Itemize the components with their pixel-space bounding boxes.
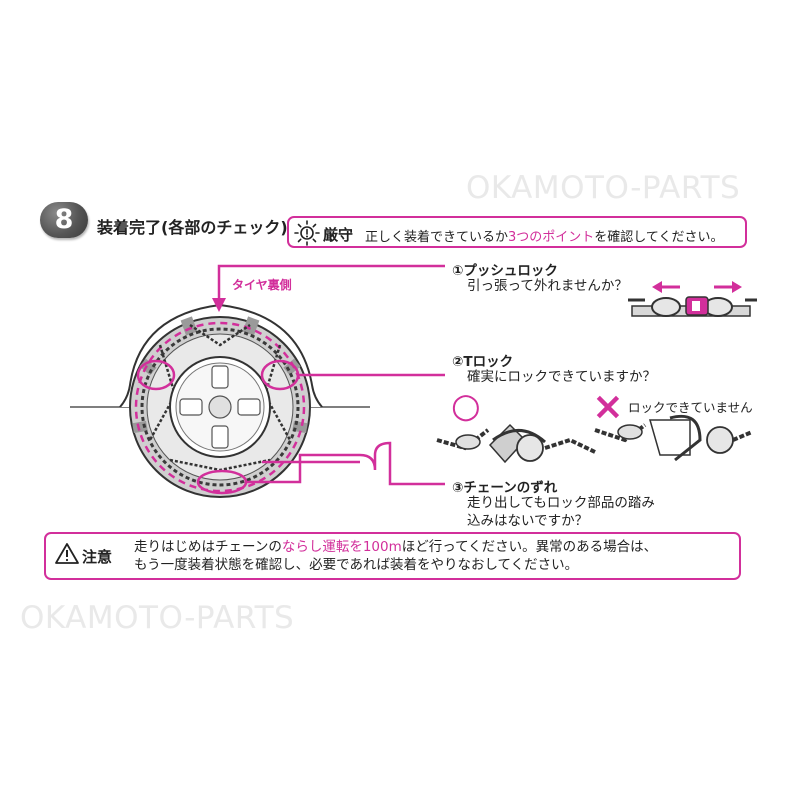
point-1-desc: 引っ張って外れませんか？ [467, 278, 628, 294]
caution-line-1-before: 走りはじめはチェーンの [134, 539, 282, 555]
point-3-desc-line1: 走り出してもロック部品の踏み [467, 495, 655, 511]
point-3-title: ③チェーンのずれ [452, 480, 558, 496]
bad-label: ロックできていません [628, 400, 753, 415]
caution-text: 走りはじめはチェーンのならし運転を100mほど行ってください。異常のある場合は、… [134, 538, 657, 574]
caution-line-1: 走りはじめはチェーンのならし運転を100mほど行ってください。異常のある場合は、 [134, 538, 657, 556]
watermark-top: OKAMOTO-PARTS [466, 170, 741, 206]
strict-text-after: を確認してください。 [594, 230, 724, 245]
caution-label: 注意 [82, 548, 113, 566]
step-title: 装着完了(各部のチェック) [97, 218, 288, 237]
caution-box [44, 532, 741, 580]
strict-notice-box [287, 216, 747, 248]
arrow-left-icon [652, 281, 680, 293]
push-lock-detail [628, 296, 757, 317]
strict-text-before: 正しく装着できているか [365, 230, 509, 245]
caution-line-2: もう一度装着状態を確認し、必要であれば装着をやりなおしてください。 [134, 557, 579, 573]
caution-line-1-after: ほど行ってください。異常のある場合は、 [401, 539, 658, 555]
point-2-title: ②Tロック [452, 354, 514, 370]
point-1-title: ①プッシュロック [452, 263, 558, 279]
arrow-right-icon [714, 281, 742, 293]
strict-text: 正しく装着できているか3つのポイントを確認してください。 [365, 226, 724, 245]
good-mark: ○ [451, 386, 481, 426]
sparkle-alert-icon [294, 220, 320, 246]
bad-mark: × [592, 384, 624, 428]
warning-triangle-icon [55, 543, 79, 564]
point-2-desc: 確実にロックできていますか？ [467, 369, 656, 385]
t-lock-incorrect-detail [594, 414, 753, 462]
strict-label: 厳守 [323, 226, 354, 244]
strict-text-highlight: 3つのポイント [508, 230, 595, 245]
tire-back-label: タイヤ裏側 [232, 278, 292, 292]
t-lock-correct-detail [436, 423, 596, 464]
step-number-badge: 8 [40, 202, 88, 238]
caution-line-1-highlight: ならし運転を100m [281, 539, 402, 555]
watermark-bottom: OKAMOTO-PARTS [20, 600, 295, 636]
point-3-desc-line2: 込みはないですか？ [467, 513, 589, 529]
